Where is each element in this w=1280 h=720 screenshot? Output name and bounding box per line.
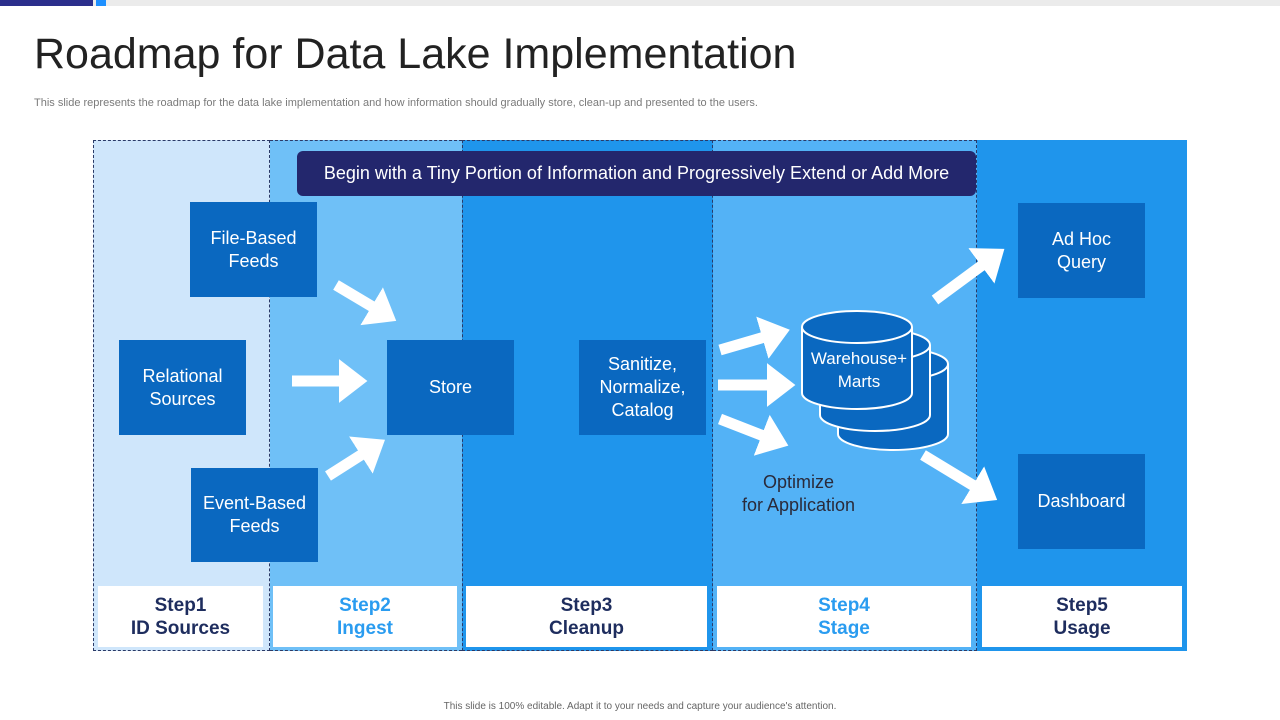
step1-name: ID Sources <box>130 617 231 639</box>
arrow-catalog-to-warehouse-top <box>718 316 790 359</box>
ad-hoc-query-box: Ad Hoc Query <box>1018 203 1145 298</box>
arrow-warehouse-to-dashboard <box>920 450 998 504</box>
step1-number: Step1 <box>154 594 207 616</box>
accent-bar-navy <box>0 0 93 6</box>
top-accent-bar <box>0 0 1280 6</box>
step4-name: Stage <box>818 617 870 639</box>
event-based-feeds-box: Event-Based Feeds <box>191 468 318 562</box>
banner: Begin with a Tiny Portion of Information… <box>297 151 976 196</box>
arrow-catalog-to-optimize <box>718 413 789 456</box>
relational-sources-box: Relational Sources <box>119 340 246 435</box>
step5-label: Step5 Usage <box>982 586 1182 647</box>
step5-name: Usage <box>1053 617 1111 639</box>
step2-name: Ingest <box>337 617 393 639</box>
arrow-file-to-store <box>333 280 397 326</box>
file-based-feeds-box: File-Based Feeds <box>190 202 317 297</box>
database-icon <box>801 310 949 451</box>
page-subtitle: This slide represents the roadmap for th… <box>34 97 758 109</box>
step2-label: Step2 Ingest <box>273 586 457 647</box>
arrow-event-to-store <box>325 436 385 481</box>
step4-number: Step4 <box>818 594 870 616</box>
step3-name: Cleanup <box>549 617 624 639</box>
arrow-warehouse-to-adhoc <box>931 248 1005 305</box>
accent-bar-blue <box>96 0 106 6</box>
store-box: Store <box>387 340 514 435</box>
step3-number: Step3 <box>560 594 613 616</box>
footer-note: This slide is 100% editable. Adapt it to… <box>443 701 837 712</box>
step3-label: Step3 Cleanup <box>466 586 707 647</box>
optimize-label: Optimize for Application <box>741 472 856 515</box>
step5-number: Step5 <box>1056 594 1108 616</box>
step1-label: Step1 ID Sources <box>98 586 263 647</box>
warehouse-label: Warehouse+ Marts <box>810 349 908 391</box>
page-title: Roadmap for Data Lake Implementation <box>34 30 797 78</box>
step2-number: Step2 <box>339 594 391 616</box>
step4-label: Step4 Stage <box>717 586 971 647</box>
cleanup-box: Sanitize, Normalize, Catalog <box>579 340 706 435</box>
dashboard-box: Dashboard <box>1018 454 1145 549</box>
